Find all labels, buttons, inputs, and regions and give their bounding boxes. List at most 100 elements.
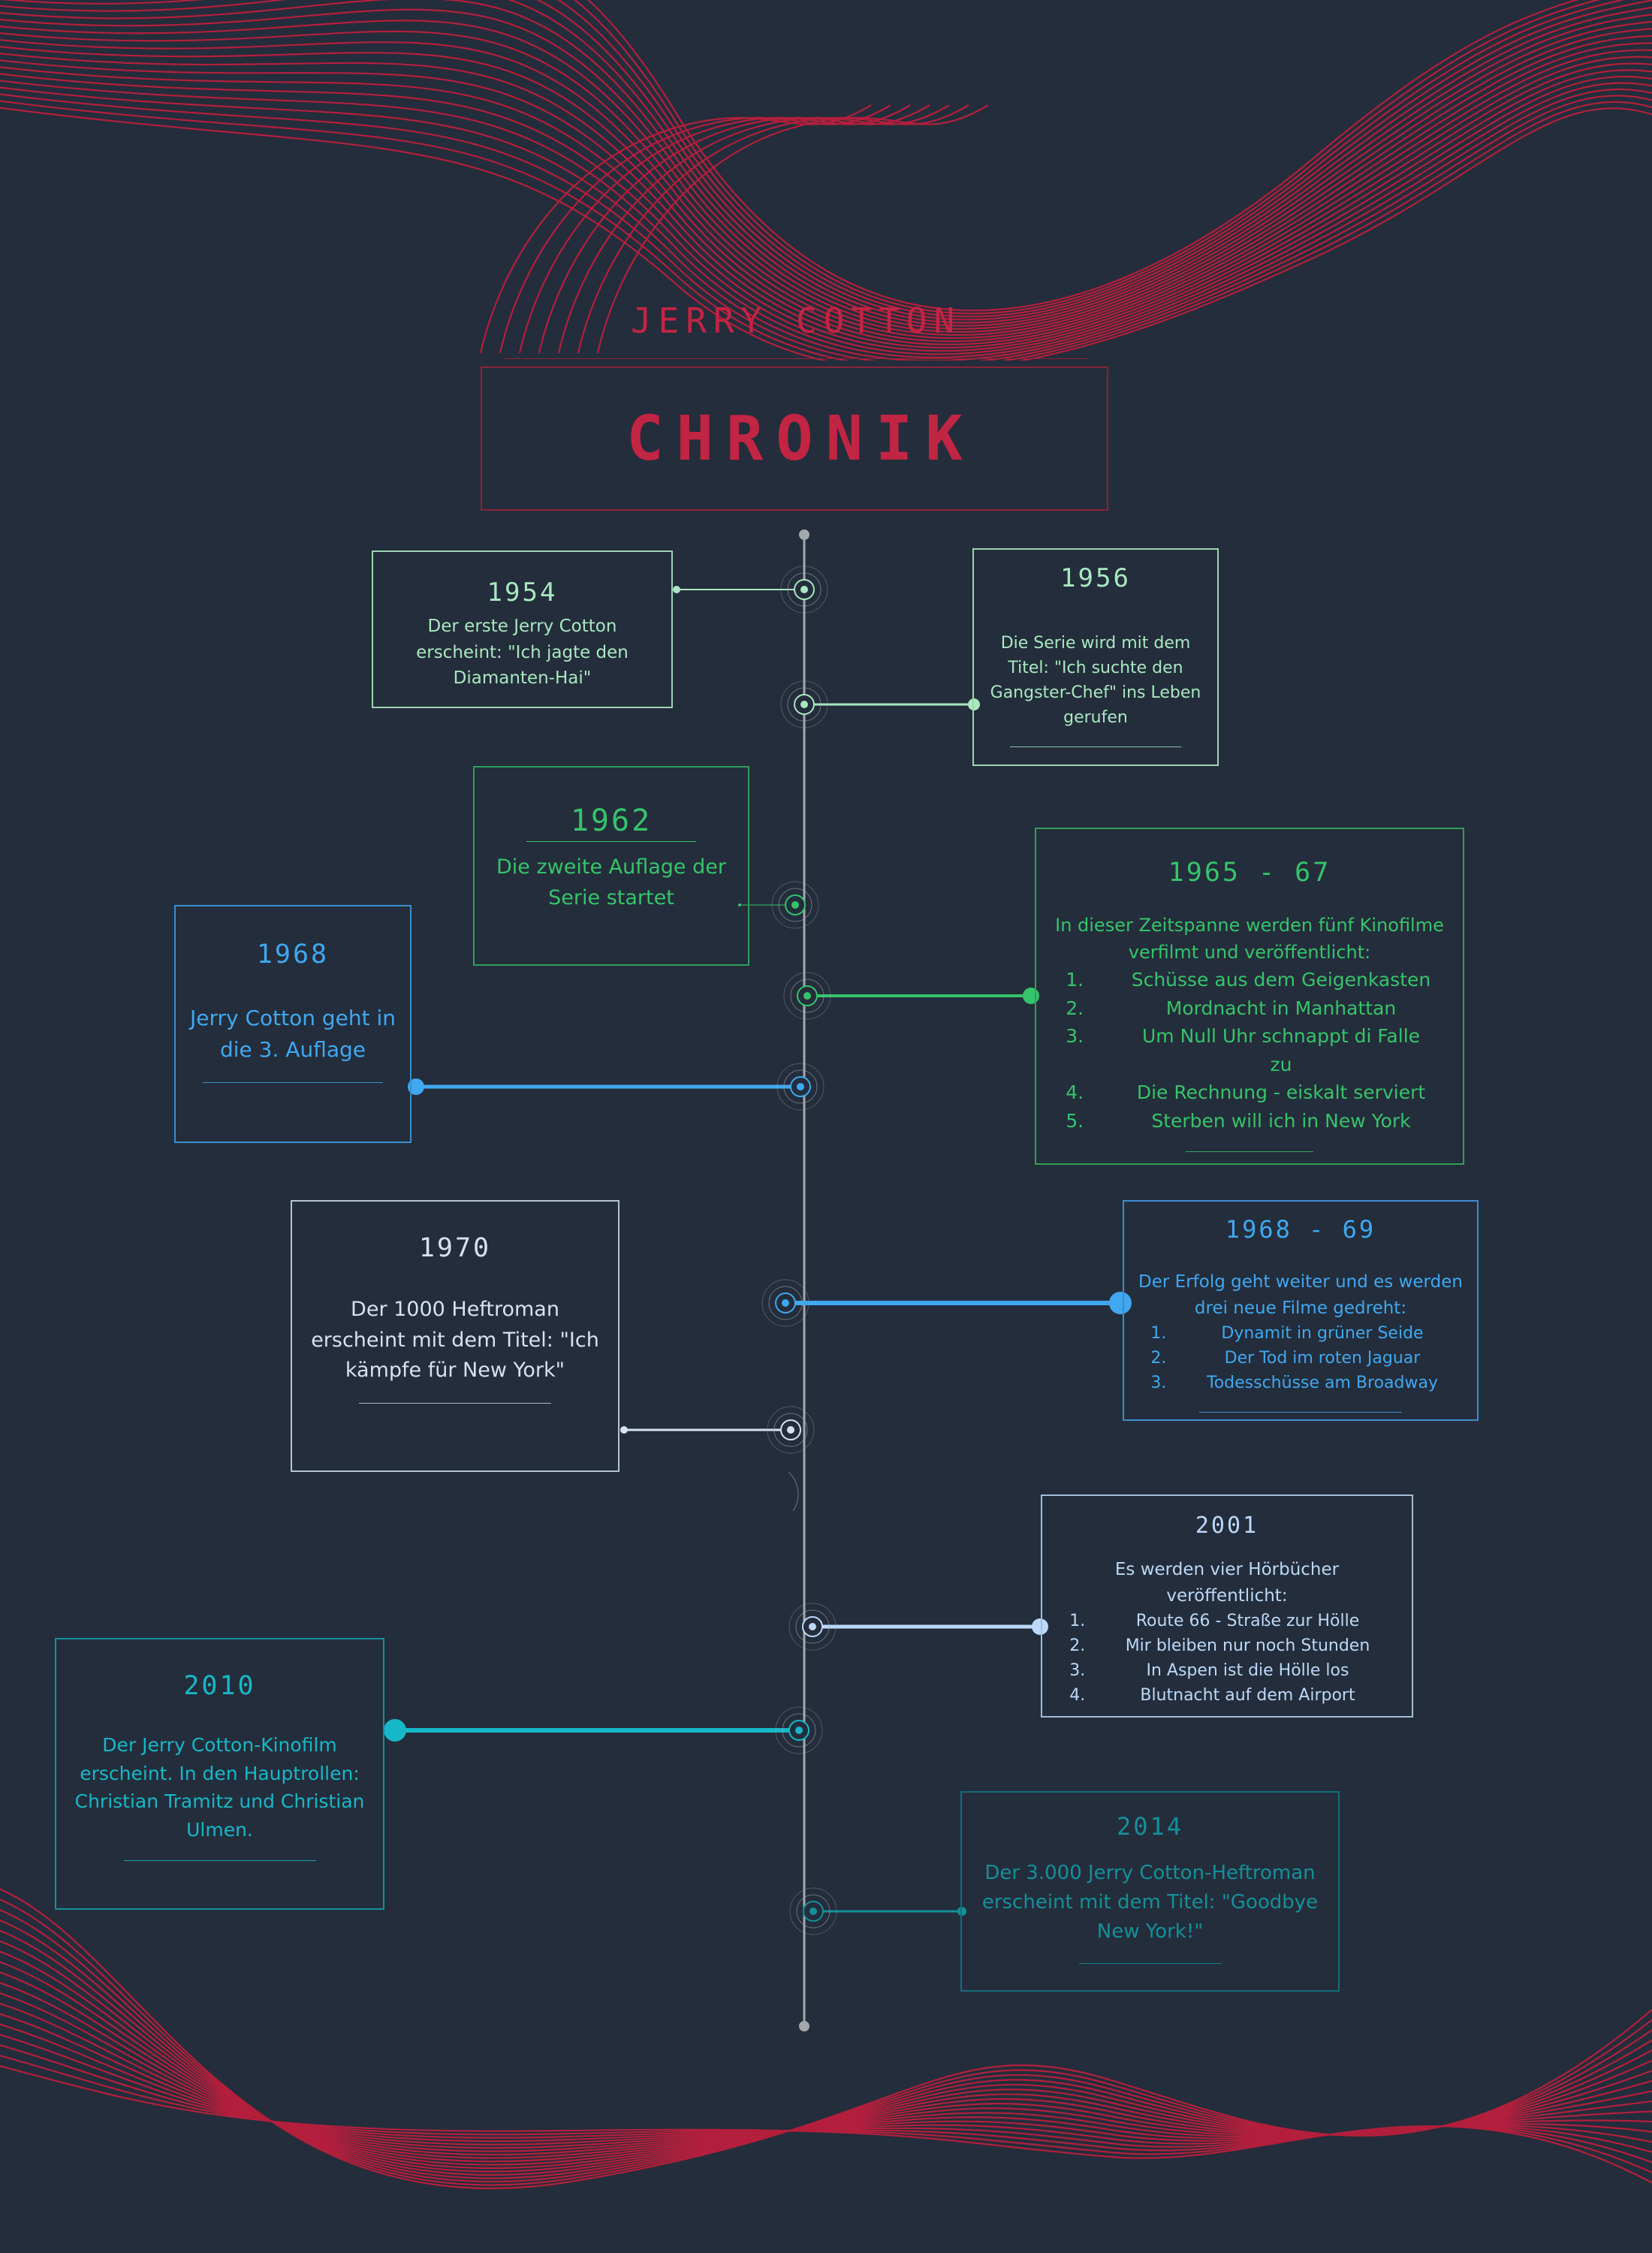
connector-end-dot (1109, 1292, 1132, 1314)
node-dot (803, 992, 811, 1000)
list-item-number: 3. (1069, 1661, 1086, 1680)
header-subtitle: JERRY COTTON (630, 300, 962, 341)
node-ring-outer (788, 1603, 837, 1651)
node-ring-middle (783, 1069, 818, 1104)
node-ring-outer (771, 881, 819, 929)
header-divider (505, 358, 1087, 359)
header-title: CHRONIK (626, 403, 975, 475)
node-ring-middle (787, 572, 821, 607)
list-item: 2. Mir bleiben nur noch Stunden (1069, 1633, 1385, 1658)
list-item: 3. Um Null Uhr schnappt di Falle zu (1066, 1022, 1433, 1078)
event-list: 1. Dynamit in grüner Seide 2. Der Tod im ro… (1150, 1321, 1450, 1395)
list-item-text: Route 66 - Straße zur Hölle (1135, 1612, 1360, 1630)
wave-line (0, 38, 1652, 339)
node-ring-outer (780, 566, 828, 614)
connector-end-dot (968, 698, 980, 710)
wave-line (0, 0, 1652, 327)
connector-end-dot (620, 1426, 628, 1434)
node-ring-outer (775, 1706, 823, 1754)
wave-line (0, 80, 1652, 359)
list-item-text: Um Null Uhr schnappt di Falle zu (1141, 1025, 1421, 1075)
wave-line (0, 66, 1652, 352)
list-item-text: Todesschüsse am Broadway (1207, 1374, 1438, 1392)
list-item: 4. Blutnacht auf dem Airport (1069, 1683, 1385, 1708)
event-year: 1968 (256, 940, 330, 970)
list-item-text: Mordnacht in Manhattan (1165, 997, 1397, 1019)
wave-line (0, 8, 1652, 330)
event-year: 1965 - 67 (1168, 858, 1331, 888)
event-list: 1. Schüsse aus dem Geigenkasten 2. Mordnach… (1066, 966, 1433, 1135)
wave-line (0, 100, 1652, 360)
node-dot (809, 1908, 817, 1915)
wave-line (0, 0, 1652, 324)
node-dot (800, 701, 808, 708)
list-item-text: Mir bleiben nur noch Stunden (1125, 1636, 1370, 1655)
event-description: Der Jerry Cotton-Kinofilm erscheint. In … (74, 1734, 365, 1841)
event-description: Der 1000 Heftroman erscheint mit dem Tit… (311, 1298, 599, 1382)
node-ring-middle (768, 1286, 803, 1320)
wave-line (0, 30, 1652, 336)
wave-line (557, 0, 1626, 318)
node-dot (787, 1426, 794, 1434)
top-wave-decoration (0, 0, 1652, 360)
list-item-number: 2. (1150, 1349, 1167, 1368)
card-divider (1010, 746, 1181, 747)
list-item-text: Die Rechnung - eiskalt serviert (1136, 1081, 1426, 1103)
event-year: 1970 (418, 1233, 492, 1263)
connector-end-dot (384, 1719, 406, 1742)
node-ring-middle (795, 1609, 830, 1644)
node-dot (797, 1083, 804, 1090)
wave-line (0, 20, 1652, 333)
card-divider (1199, 1412, 1402, 1413)
event-year: 1954 (487, 578, 558, 608)
event-description: Die zweite Auflage der Serie startet (496, 855, 726, 909)
list-item-text: Dynamit in grüner Seide (1221, 1324, 1424, 1343)
node-ring-middle (796, 1894, 831, 1929)
list-item-number: 2. (1069, 1636, 1086, 1655)
node-ring-middle (782, 1713, 816, 1748)
ring-arc (788, 1471, 799, 1512)
node-ring-middle (773, 1413, 808, 1447)
node-dot (782, 1299, 789, 1307)
list-item-number: 1. (1066, 969, 1084, 991)
list-item-number: 4. (1066, 1081, 1084, 1103)
list-item: 1.Route 66 - Straße zur Hölle (1069, 1609, 1385, 1633)
list-item-text: Blutnacht auf dem Airport (1140, 1686, 1355, 1705)
wave-line (0, 53, 1652, 345)
list-item: 3.In Aspen ist die Hölle los (1069, 1658, 1385, 1683)
list-item: 4. Die Rechnung - eiskalt serviert (1066, 1078, 1433, 1107)
timeline-end-dot (799, 2021, 809, 2031)
list-item: 3.Todesschüsse am Broadway (1150, 1371, 1450, 1395)
event-description: Der erste Jerry Cotton erscheint: "Ich j… (416, 617, 629, 688)
list-item-number: 3. (1066, 1025, 1084, 1047)
event-year: 2001 (1195, 1513, 1259, 1539)
list-item-number: 4. (1069, 1686, 1086, 1705)
list-item-number: 1. (1150, 1324, 1167, 1343)
event-year: 2014 (1116, 1812, 1184, 1841)
event-year: 1968 - 69 (1225, 1215, 1376, 1244)
card-divider (359, 1402, 551, 1404)
list-item-number: 2. (1066, 997, 1084, 1019)
node-ring-middle (778, 888, 812, 922)
node-ring-outer (783, 972, 831, 1020)
wave-line (573, 0, 1600, 315)
node-ring-outer (776, 1063, 824, 1111)
wave-line (0, 107, 1652, 360)
wave-line (0, 59, 1652, 349)
wave-line (538, 104, 930, 354)
list-item-number: 5. (1066, 1109, 1084, 1132)
node-dot (795, 1727, 803, 1734)
list-item-text: Schüsse aus dem Geigenkasten (1131, 969, 1431, 991)
timeline-start-dot (799, 529, 809, 540)
event-year: 1956 (1060, 563, 1131, 593)
list-item-text: Der Tod im roten Jaguar (1224, 1349, 1421, 1368)
wave-line (0, 73, 1652, 355)
